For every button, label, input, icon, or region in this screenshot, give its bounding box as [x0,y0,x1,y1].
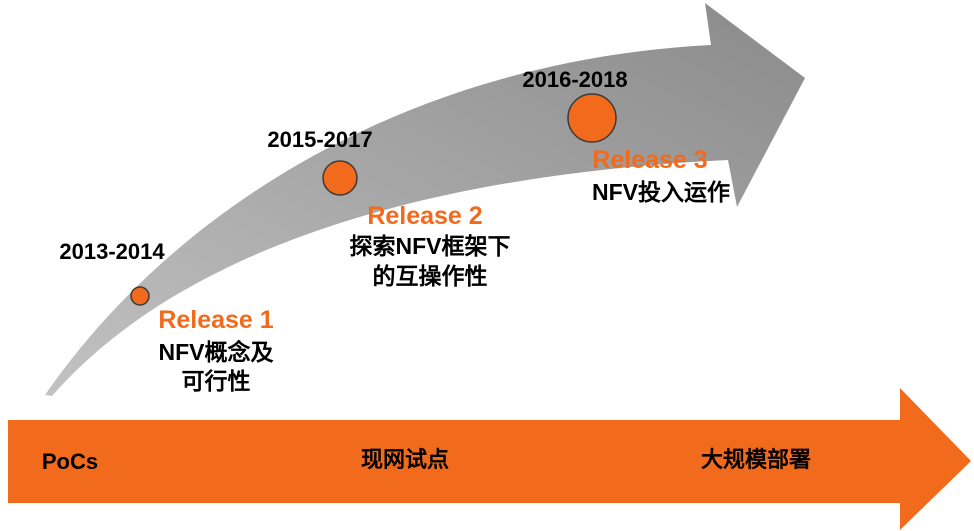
milestone-release-2: Release 2 [367,202,483,230]
milestone-description-line: NFV概念及 [158,339,274,365]
milestone-description-line: 探索NFV框架下 [349,233,511,259]
milestone-description-1: NFV概念及 可行性 [159,338,274,396]
milestone-description-line: 可行性 [181,368,251,394]
milestone-period-2: 2015-2017 [267,127,373,152]
phase-arrow [8,388,971,530]
milestone-marker-2 [322,160,358,196]
milestone-release-3: Release 3 [592,146,708,174]
growth-curve-arrow [45,3,805,396]
milestone-marker-1 [130,286,150,306]
milestone-period-1: 2013-2014 [59,239,165,264]
milestone-description-3: NFV投入运作 [592,178,730,207]
milestone-description-2: 探索NFV框架下 的互操作性 [350,231,511,291]
milestone-description-line: 的互操作性 [372,263,488,289]
phase-label-pilot: 现网试点 [360,447,450,472]
milestone-description-line: NFV投入运作 [592,179,730,205]
milestone-marker-3 [567,93,617,143]
milestone-release-1: Release 1 [158,306,274,334]
milestone-period-3: 2016-2018 [522,67,628,92]
phase-label-deployment: 大规模部署 [700,447,812,472]
phase-label-pocs: PoCs [41,449,99,474]
